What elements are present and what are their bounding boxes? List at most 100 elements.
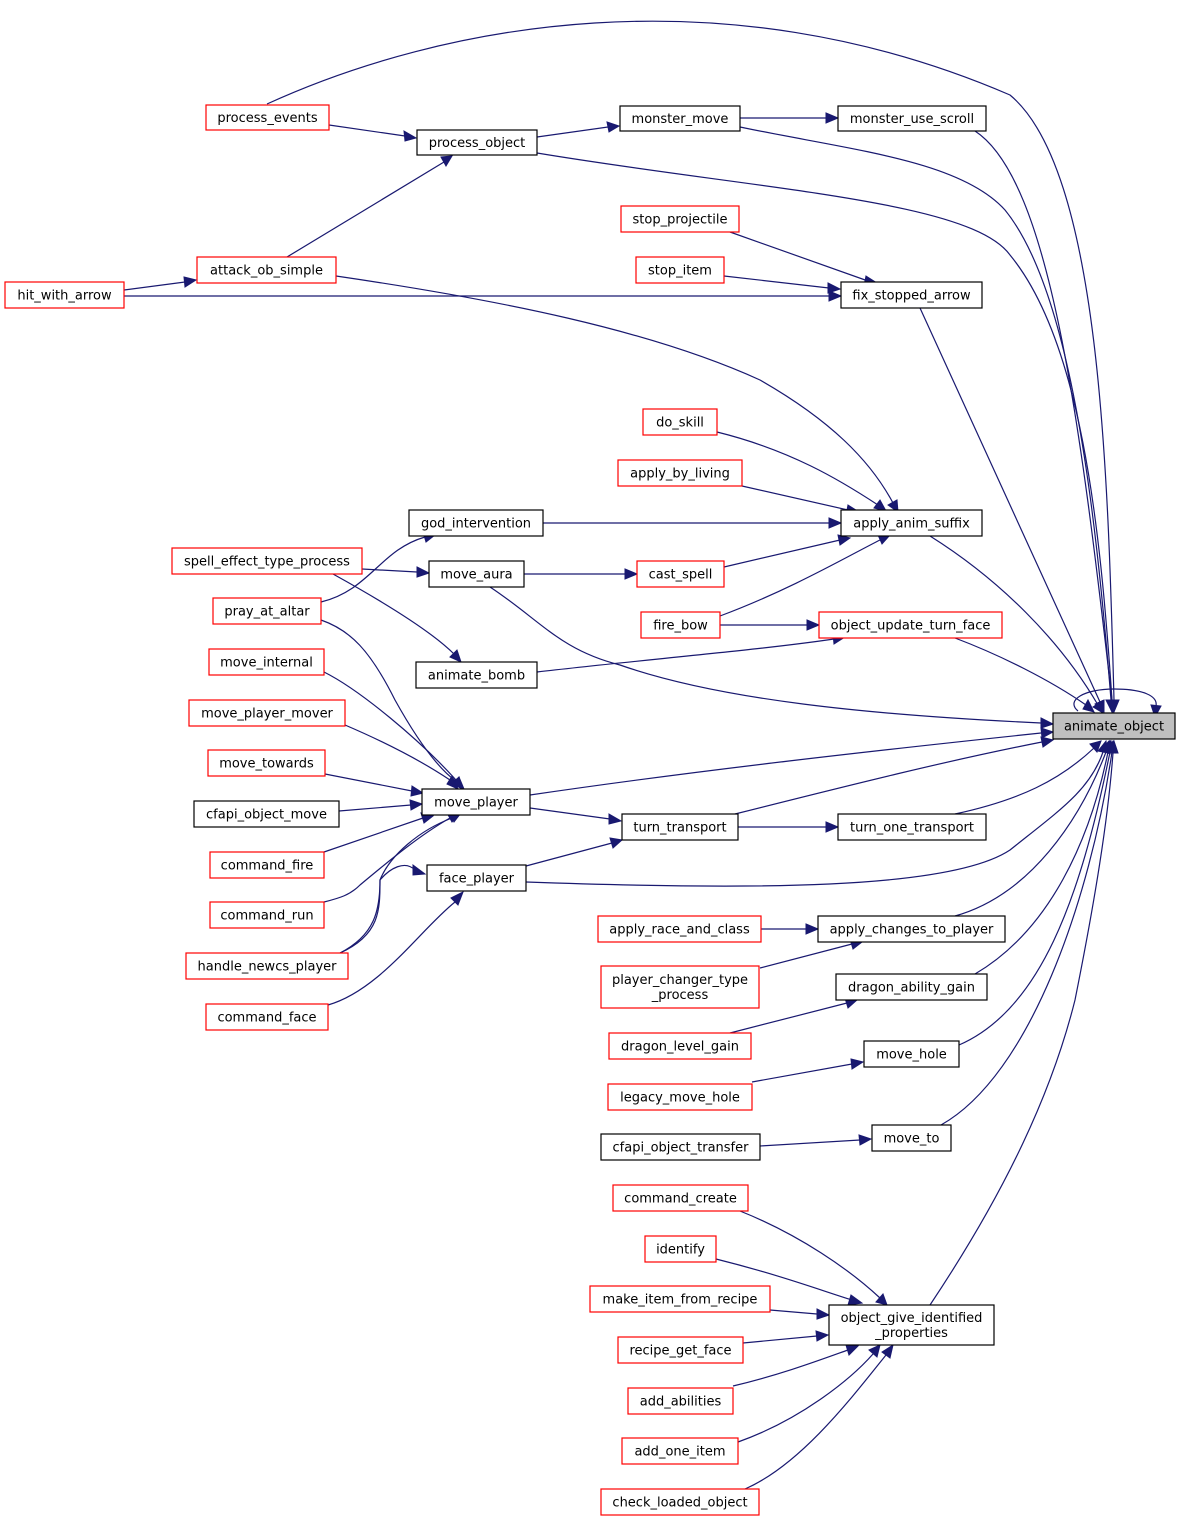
node-box: [635, 256, 725, 284]
node-label: process_object: [429, 136, 526, 151]
node-process-events[interactable]: process_events: [205, 104, 330, 131]
edge-make_item_from_recipe-to-object_give_identified_properties: [769, 1308, 831, 1320]
edge-line: [954, 747, 1095, 815]
node-box: [1052, 712, 1176, 740]
node-label: object_update_turn_face: [831, 619, 991, 634]
node-cfapi-object-transfer[interactable]: cfapi_object_transfer: [600, 1133, 761, 1161]
node-spell-effect-type-process[interactable]: spell_effect_type_process: [171, 547, 363, 575]
node-dragon-ability-gain[interactable]: dragon_ability_gain: [835, 973, 988, 1001]
node-object-update-turn-face[interactable]: object_update_turn_face: [818, 611, 1003, 639]
node-handle-newcs-player[interactable]: handle_newcs_player: [185, 952, 349, 980]
edge-arrowhead: [412, 864, 427, 876]
edge-line: [734, 741, 1043, 815]
node-monster-use-scroll[interactable]: monster_use_scroll: [837, 105, 987, 132]
node-object-give-identified-properties[interactable]: object_give_identified_properties: [828, 1304, 995, 1346]
node-pray-at-altar[interactable]: pray_at_altar: [212, 597, 322, 625]
node-make-item-from-recipe[interactable]: make_item_from_recipe: [589, 1285, 771, 1313]
node-command-face[interactable]: command_face: [205, 1003, 329, 1031]
node-animate-object: animate_object: [1052, 712, 1176, 740]
node-label: recipe_get_face: [629, 1344, 731, 1359]
node-cast-spell[interactable]: cast_spell: [636, 560, 725, 588]
edge-move_aura-to-animate_object: [489, 586, 1055, 729]
node-fix-stopped-arrow[interactable]: fix_stopped_arrow: [840, 281, 983, 309]
edge-line: [361, 568, 418, 573]
edge-arrowhead: [1107, 739, 1119, 754]
edge-arrowhead: [805, 923, 820, 935]
node-box: [188, 699, 346, 727]
node-stop-item[interactable]: stop_item: [635, 256, 725, 284]
node-god-intervention[interactable]: god_intervention: [408, 509, 544, 537]
edge-player_changer_type_process-to-apply_changes_to_player: [759, 938, 864, 969]
edge-line: [974, 130, 1113, 701]
node-check-loaded-object[interactable]: check_loaded_object: [600, 1488, 760, 1516]
node-player-changer-type-process[interactable]: player_changer_type_process: [600, 965, 760, 1009]
node-label: face_player: [439, 872, 515, 887]
node-dragon-level-gain[interactable]: dragon_level_gain: [608, 1032, 752, 1060]
edge-turn_transport-to-animate_object: [734, 736, 1055, 815]
edge-god_intervention-to-apply_anim_suffix: [543, 517, 843, 529]
node-command-fire[interactable]: command_fire: [209, 851, 325, 879]
edge-arrowhead: [409, 799, 424, 811]
node-command-create[interactable]: command_create: [612, 1184, 749, 1212]
node-apply-changes-to-player[interactable]: apply_changes_to_player: [817, 915, 1006, 943]
node-box: [608, 1032, 752, 1060]
edge-arrowhead: [1106, 699, 1118, 714]
edge-command_create-to-object_give_identified_properties: [739, 1210, 888, 1306]
edge-stop_projectile-to-fix_stopped_arrow: [729, 231, 879, 287]
edge-line: [919, 307, 1101, 703]
node-hit-with-arrow[interactable]: hit_with_arrow: [4, 281, 125, 309]
node-add-abilities[interactable]: add_abilities: [627, 1387, 734, 1415]
node-label: apply_changes_to_player: [830, 923, 994, 938]
node-label: apply_anim_suffix: [853, 517, 970, 532]
node-monster-move[interactable]: monster_move: [619, 105, 741, 132]
node-stop-projectile[interactable]: stop_projectile: [620, 205, 740, 233]
edge-arrowhead: [827, 282, 842, 294]
node-process-object[interactable]: process_object: [416, 129, 538, 156]
node-do-skill[interactable]: do_skill: [642, 408, 718, 436]
node-move-towards[interactable]: move_towards: [207, 749, 326, 777]
node-box: [426, 864, 527, 892]
node-legacy-move-hole[interactable]: legacy_move_hole: [607, 1083, 753, 1111]
node-move-to[interactable]: move_to: [871, 1124, 952, 1152]
edge-fire_bow-to-apply_anim_suffix: [719, 534, 892, 617]
node-identify[interactable]: identify: [644, 1235, 717, 1263]
edge-arrowhead: [887, 499, 899, 514]
node-box: [863, 1040, 960, 1068]
edge-arrowhead: [609, 837, 624, 849]
node-label: animate_bomb: [428, 669, 525, 684]
node-recipe-get-face[interactable]: recipe_get_face: [617, 1336, 744, 1364]
node-box: [196, 256, 337, 284]
node-apply-anim-suffix[interactable]: apply_anim_suffix: [840, 509, 983, 537]
node-command-run[interactable]: command_run: [209, 901, 325, 929]
node-turn-one-transport[interactable]: turn_one_transport: [837, 813, 987, 841]
edge-arrowhead: [828, 517, 843, 529]
node-face-player[interactable]: face_player: [426, 864, 527, 892]
node-animate-bomb[interactable]: animate_bomb: [415, 661, 538, 689]
node-move-player-mover[interactable]: move_player_mover: [188, 699, 346, 727]
node-turn-transport[interactable]: turn_transport: [621, 813, 739, 841]
edge-turn_one_transport-to-animate_object: [954, 740, 1102, 815]
edge-arrowhead: [806, 619, 821, 631]
edge-line: [769, 1309, 818, 1315]
node-label: pray_at_altar: [224, 605, 310, 620]
node-add-one-item[interactable]: add_one_item: [621, 1437, 739, 1465]
edge-arrowhead: [873, 499, 887, 512]
edge-line: [759, 943, 853, 969]
node-box: [617, 459, 743, 487]
node-box: [835, 973, 988, 1001]
edge-cast_spell-to-apply_anim_suffix: [723, 534, 852, 568]
edge-line: [929, 535, 1099, 706]
node-move-aura[interactable]: move_aura: [428, 560, 525, 588]
node-move-player[interactable]: move_player: [421, 788, 531, 816]
node-fire-bow[interactable]: fire_bow: [640, 611, 721, 639]
edge-arrowhead: [1089, 740, 1102, 753]
node-cfapi-object-move[interactable]: cfapi_object_move: [193, 800, 340, 828]
node-move-hole[interactable]: move_hole: [863, 1040, 960, 1068]
node-box: [589, 1285, 771, 1313]
node-label: fix_stopped_arrow: [852, 289, 971, 304]
node-apply-by-living[interactable]: apply_by_living: [617, 459, 743, 487]
node-attack-ob-simple[interactable]: attack_ob_simple: [196, 256, 337, 284]
node-move-internal[interactable]: move_internal: [208, 648, 325, 676]
node-box: [627, 1387, 734, 1415]
node-apply-race-and-class[interactable]: apply_race_and_class: [597, 915, 762, 943]
